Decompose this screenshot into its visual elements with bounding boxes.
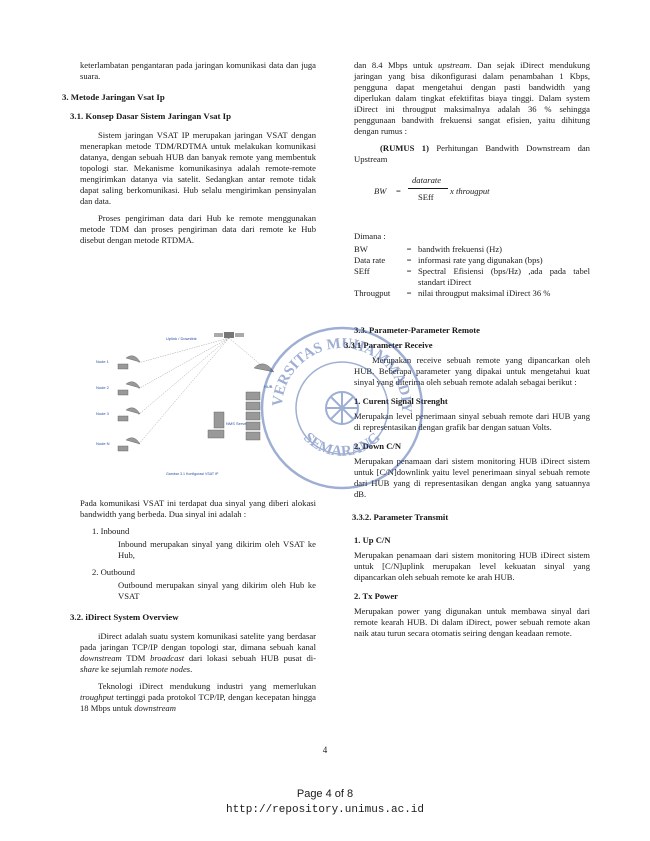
definition-row: Througput=nilai througput maksimal iDire… <box>354 288 551 298</box>
diagram-caption: Gambar 3.1 Konfigurasi VSAT IP <box>166 472 219 476</box>
footer-page-indicator: Page 4 of 8 <box>296 788 354 800</box>
signal-strength-body: Merupakan level penerimaan sinyal sebuah… <box>354 411 590 432</box>
outbound-title: 2. Outbound <box>92 567 135 577</box>
up-cn-body: Merupakan penamaan dari sistem monitorin… <box>354 550 590 582</box>
section-3-heading: 3. Metode Jaringan Vsat Ip <box>62 92 165 102</box>
paragraph-upstream: dan 8.4 Mbps untuk upstream. Dan sejak i… <box>354 60 590 136</box>
dish-icon-node-3 <box>117 407 141 422</box>
formula-lhs: BW <box>374 186 387 196</box>
stamp-svg: UNIVERSITAS MUHAMMADIYAH SEMARANG <box>246 306 424 490</box>
dish-icon-node-1 <box>117 355 141 370</box>
left-column-lower: Pada komunikasi VSAT ini terdapat dua si… <box>70 498 316 720</box>
stamp-bottom-text: SEMARANG <box>300 429 384 460</box>
definition-row: Data rate=informasi rate yang digunakan … <box>354 255 543 265</box>
page-number: 4 <box>322 745 328 755</box>
paragraph-vsat-ip: Sistem jaringan VSAT IP merupakan jaring… <box>80 130 316 206</box>
tx-power-body: Merupakan power yang digunakan untuk mem… <box>354 606 590 638</box>
node-label-n: Node N <box>96 441 110 446</box>
inbound-body: Inbound merupakan sinyal yang dikirim ol… <box>118 539 316 560</box>
paragraph-two-signals: Pada komunikasi VSAT ini terdapat dua si… <box>80 498 316 519</box>
node-label-2: Node 2 <box>96 385 110 390</box>
tx-power-title: 2. Tx Power <box>354 591 398 601</box>
bandwidth-formula: BW = datarate SEff x througput <box>354 171 590 217</box>
inbound-title: 1. Inbound <box>92 526 130 536</box>
hub-dish-icon <box>253 363 275 373</box>
section-3-3-1-heading: 3.3.1 Parameter Receive <box>344 340 433 350</box>
svg-text:SEMARANG: SEMARANG <box>300 429 384 460</box>
rumus-text: Perhitungan Bandwith Downstream dan Upst… <box>354 143 590 164</box>
section-3-2-heading: 3.2. iDirect System Overview <box>70 612 179 622</box>
definition-row: SEff=Spectral Efisiensi (bps/Hz) ,ada pa… <box>354 266 590 287</box>
paragraph-idirect-technology: Teknologi iDirect mendukung industri yan… <box>80 681 316 713</box>
rumus-label: (RUMUS 1) <box>380 143 429 153</box>
down-cn-title: 2. Down C/N <box>354 441 402 451</box>
paragraph-tdm-rtdma: Proses pengiriman data dari Hub ke remot… <box>80 213 316 245</box>
formula-rhs: x througput <box>450 186 490 196</box>
node-label-3: Node 3 <box>96 411 110 416</box>
intro-paragraph: keterlambatan pengantaran pada jaringan … <box>80 60 316 81</box>
hub-label: HUB <box>264 384 273 389</box>
signal-strength-title: 1. Curent Signal Strenght <box>354 396 448 406</box>
right-column: dan 8.4 Mbps untuk upstream. Dan sejak i… <box>344 60 590 645</box>
section-3-3-heading: 3.3. Parameter-Parameter Remote <box>354 325 480 335</box>
up-cn-title: 1. Up C/N <box>354 535 391 545</box>
hub-server-label: NMS Server <box>226 421 248 426</box>
section-3-1-heading: 3.1. Konsep Dasar Sistem Jaringan Vsat I… <box>70 111 231 121</box>
satellite-icon <box>214 332 244 338</box>
dimana-label: Dimana : <box>354 231 386 241</box>
vsat-network-diagram: Uplink / Downlink Node 1 Node 2 Node 3 N… <box>96 330 296 480</box>
section-3-3-2-heading: 3.3.2. Parameter Transmit <box>352 512 449 522</box>
formula-denominator: SEff <box>418 192 434 202</box>
university-stamp: UNIVERSITAS MUHAMMADIYAH SEMARANG <box>246 306 432 498</box>
diagram-top-label: Uplink / Downlink <box>166 336 197 341</box>
dish-icon-node-n <box>117 437 141 452</box>
definition-row: BW=bandwith frekuensi (Hz) <box>354 244 502 254</box>
dish-icon-node-2 <box>117 381 141 396</box>
left-column: keterlambatan pengantaran pada jaringan … <box>62 60 316 252</box>
hub-rack-icon <box>245 391 261 441</box>
down-cn-body: Merupakan penamaan dari sistem monitorin… <box>354 456 590 499</box>
footer-repository-url[interactable]: http://repository.unimus.ac.id <box>225 804 425 816</box>
formula-fraction-bar <box>408 188 448 189</box>
stamp-emblem-icon <box>325 391 359 425</box>
diagram-svg: Uplink / Downlink Node 1 Node 2 Node 3 N… <box>96 332 275 476</box>
server-icon <box>207 411 225 439</box>
rumus-line: (RUMUS 1) Perhitungan Bandwith Downstrea… <box>354 143 590 165</box>
formula-numerator: datarate <box>412 175 442 185</box>
definition-list: BW=bandwith frekuensi (Hz) Data rate=inf… <box>354 244 590 299</box>
formula-op: = <box>396 186 401 196</box>
outbound-body: Outbound merupakan sinyal yang dikirim o… <box>118 580 316 601</box>
node-label-1: Node 1 <box>96 359 110 364</box>
paragraph-receive: Merupakan receive sebuah remote yang dip… <box>354 355 590 387</box>
paragraph-idirect-overview: iDirect adalah suatu system komunikasi s… <box>80 631 316 674</box>
